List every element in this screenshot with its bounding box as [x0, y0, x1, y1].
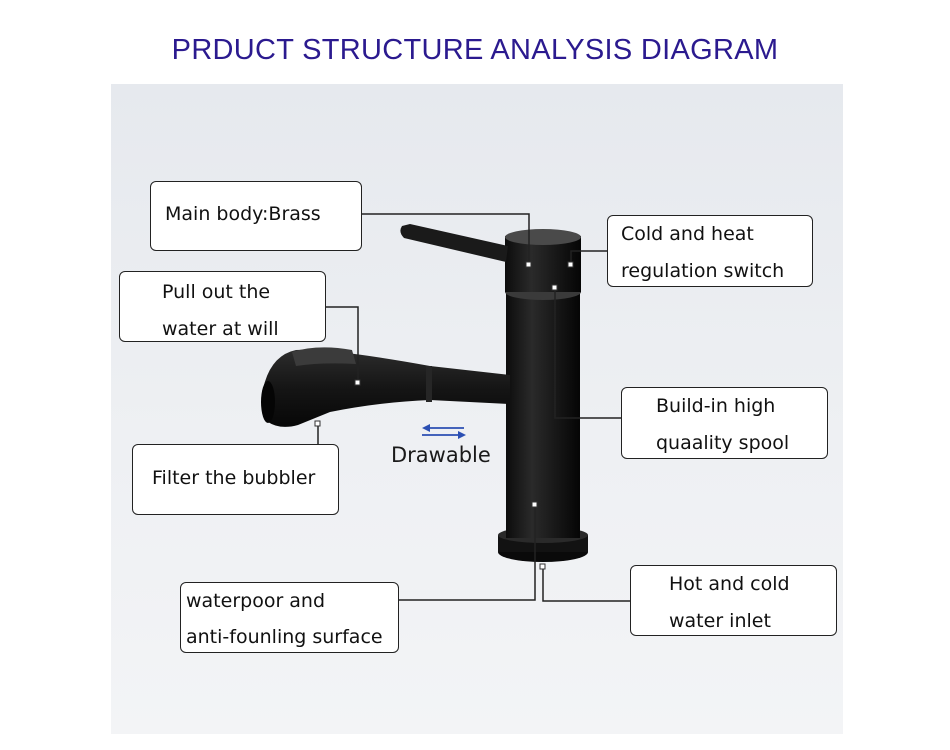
callout-inlet-line-1: Hot and cold	[669, 573, 790, 595]
leader-pull-out	[326, 306, 359, 382]
callout-inlet-line-2: water inlet	[669, 610, 771, 632]
leader-spool	[554, 288, 622, 419]
callout-pull-out-line-1: Pull out the	[162, 281, 271, 303]
lever-handle	[400, 224, 508, 262]
callout-pull-out-line-2: water at will	[162, 318, 279, 340]
drawable-arrows-icon	[422, 424, 466, 439]
callout-main-body: Main body:Brass	[150, 181, 362, 251]
drawable-label: Drawable	[391, 443, 491, 467]
leader-surface	[398, 505, 536, 601]
leader-main-body	[362, 213, 530, 264]
callout-surface-line-2: anti-founling surface	[186, 626, 383, 648]
callout-inlet: Hot and cold water inlet	[630, 565, 837, 636]
callout-spool-line-2: quaality spool	[656, 432, 790, 454]
leader-inlet	[542, 567, 631, 602]
callout-spool: Build-in high quaality spool	[621, 387, 828, 459]
callout-regulation-line-1: Cold and heat	[621, 223, 754, 245]
callout-regulation-line-2: regulation switch	[621, 260, 785, 282]
diagram-title: PRDUCT STRUCTURE ANALYSIS DIAGRAM	[171, 34, 779, 66]
faucet-body	[506, 288, 580, 538]
callout-filter-line-1: Filter the bubbler	[152, 467, 316, 489]
callout-spool-line-1: Build-in high	[656, 395, 776, 417]
callout-main-body-line-1: Main body:Brass	[165, 203, 321, 225]
callout-surface-line-1: waterpoor and	[186, 590, 326, 612]
callout-pull-out: Pull out the water at will	[119, 271, 326, 342]
callout-filter: Filter the bubbler	[132, 444, 339, 515]
callout-surface: waterpoor and anti-founling surface	[180, 582, 399, 653]
pull-out-spout	[262, 349, 510, 427]
callout-regulation: Cold and heat regulation switch	[607, 215, 813, 287]
leader-regulation	[570, 250, 608, 264]
